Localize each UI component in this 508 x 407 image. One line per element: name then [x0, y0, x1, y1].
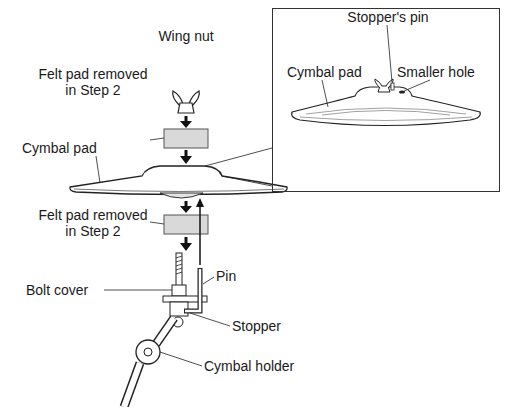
- arrow-head: [180, 121, 192, 128]
- cymbal-pad-shape: [70, 166, 287, 195]
- assembly-arrow: [185, 237, 188, 244]
- leader-line: [104, 290, 172, 291]
- arrow-head: [180, 243, 192, 251]
- inset-callout-line: [205, 148, 272, 186]
- pin-shape: [184, 268, 200, 311]
- leader-line: [150, 222, 164, 224]
- holder-joint-bolt: [144, 348, 152, 356]
- part-label: Felt pad removed in Step 2: [34, 66, 152, 98]
- part-label: Stopper: [232, 318, 302, 334]
- felt-pad: [164, 129, 208, 148]
- leader-line: [160, 352, 202, 366]
- arrow-head: [196, 198, 204, 207]
- part-label: Wing nut: [146, 28, 226, 44]
- cymbal-edge: [74, 189, 284, 192]
- bolt: [176, 253, 182, 289]
- holder-joint: [136, 340, 160, 364]
- leader-line: [96, 156, 100, 183]
- leader-line: [150, 138, 164, 140]
- holder-arm-inner: [156, 318, 174, 344]
- leader-line: [203, 277, 214, 284]
- wing-nut-body: [178, 103, 194, 113]
- part-label: Stopper's pin: [328, 9, 448, 25]
- pin-shape-inner: [185, 269, 200, 311]
- holder-post-inner: [124, 363, 140, 407]
- part-label: Smaller hole: [397, 64, 497, 80]
- leader-line: [190, 313, 230, 326]
- leader-line: [404, 80, 430, 91]
- part-label: Felt pad removed in Step 2: [34, 207, 152, 239]
- bolt-thread: [176, 256, 182, 274]
- inset-wing-nut-wing: [375, 79, 393, 88]
- part-label: Cymbal holder: [204, 358, 314, 374]
- part-label: Pin: [216, 268, 256, 284]
- arrow-head: [180, 206, 192, 213]
- arrow-head: [180, 156, 192, 164]
- cymbal-bell-under: [160, 193, 203, 198]
- pin-arrow: [199, 205, 201, 265]
- part-label: Cymbal pad: [287, 64, 377, 80]
- inset-cymbal: [292, 87, 481, 126]
- leader-line: [387, 25, 392, 82]
- inset-box: Stopper's pinCymbal pad Smaller hole: [272, 8, 500, 192]
- part-label: Bolt cover: [26, 282, 106, 298]
- assembly-arrow: [185, 150, 188, 157]
- holder-post: [124, 363, 140, 407]
- bolt-cover-shape: [172, 285, 186, 296]
- part-label: Cymbal pad: [22, 140, 112, 156]
- leader-line: [322, 80, 328, 107]
- felt-pad: [164, 215, 208, 234]
- holder-arm: [156, 318, 174, 344]
- inset-stopper-pin: [391, 83, 394, 90]
- inset-cymbal-ring: [300, 108, 472, 121]
